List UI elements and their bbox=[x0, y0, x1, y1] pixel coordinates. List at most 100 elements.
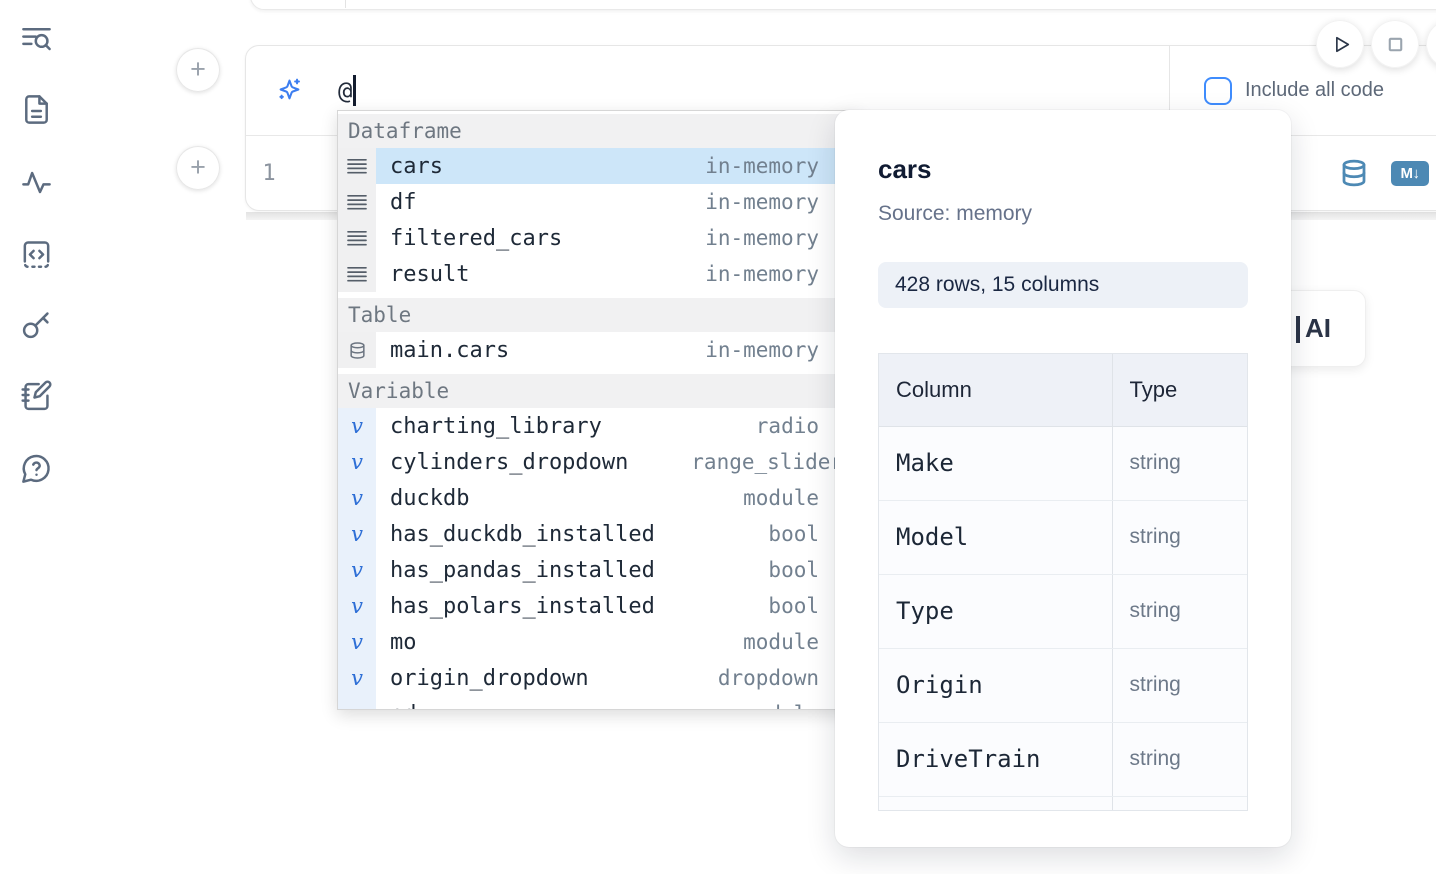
schema-header-type: Type bbox=[1112, 354, 1247, 426]
file-icon[interactable] bbox=[19, 92, 54, 127]
datasource-shape-badge: 428 rows, 15 columns bbox=[878, 262, 1248, 308]
schema-header-column: Column bbox=[879, 354, 1112, 426]
autocomplete-item-name: cars bbox=[390, 154, 443, 179]
autocomplete-item[interactable]: v has_pandas_installed bool bbox=[338, 552, 859, 588]
autocomplete-item-name: has_polars_installed bbox=[390, 594, 655, 619]
schema-row: Make string bbox=[879, 426, 1247, 500]
autocomplete-item[interactable]: v has_duckdb_installed bool bbox=[338, 516, 859, 552]
autocomplete-section-label: Variable bbox=[338, 374, 859, 408]
database-table-icon bbox=[348, 341, 367, 360]
autocomplete-item-name: result bbox=[390, 262, 469, 287]
autocomplete-item-icon: v bbox=[338, 408, 376, 444]
markdown-button[interactable]: M↓ bbox=[1391, 161, 1429, 186]
run-cell-button[interactable] bbox=[1316, 20, 1364, 68]
autocomplete-item-icon: v bbox=[338, 444, 376, 480]
autocomplete-item[interactable]: v origin_dropdown dropdown bbox=[338, 660, 859, 696]
autocomplete-item-icon: v bbox=[338, 552, 376, 588]
schema-row: Model string bbox=[879, 500, 1247, 574]
schema-column-name: Origin bbox=[879, 648, 1112, 722]
schema-column-type: string bbox=[1112, 648, 1247, 722]
schema-column-name: Type bbox=[879, 574, 1112, 648]
autocomplete-item-name: charting_library bbox=[390, 414, 602, 439]
autocomplete-item-icon bbox=[338, 256, 376, 292]
autocomplete-section: Dataframe cars in-memory df in-memory fi… bbox=[338, 111, 859, 295]
autocomplete-item-name: main.cars bbox=[390, 338, 509, 363]
dataframe-icon bbox=[347, 230, 367, 247]
autocomplete-item[interactable]: v cylinders_dropdown range_slider bbox=[338, 444, 859, 480]
dataframe-icon bbox=[347, 266, 367, 283]
schema-row: Type string bbox=[879, 574, 1247, 648]
schema-column-name: Make bbox=[879, 426, 1112, 500]
line-number: 1 bbox=[246, 161, 292, 186]
autocomplete-item-icon bbox=[338, 148, 376, 184]
add-cell-below-button[interactable]: + bbox=[176, 146, 220, 190]
autocomplete-item-icon bbox=[338, 220, 376, 256]
key-icon[interactable] bbox=[19, 307, 54, 342]
autocomplete-item-name: cylinders_dropdown bbox=[390, 450, 628, 475]
autocomplete-item[interactable]: v mo module bbox=[338, 624, 859, 660]
clipped-glyph bbox=[1296, 316, 1300, 343]
include-all-code-label: Include all code bbox=[1245, 79, 1384, 102]
autocomplete-item-name: origin_dropdown bbox=[390, 666, 589, 691]
previous-cell bbox=[250, 0, 1436, 10]
ai-label: AI bbox=[1305, 313, 1331, 344]
autocomplete-item[interactable]: filtered_cars in-memory bbox=[338, 220, 859, 256]
add-cell-above-button[interactable]: + bbox=[176, 48, 220, 92]
autocomplete-section-label: Table bbox=[338, 298, 859, 332]
autocomplete-section-label: Dataframe bbox=[338, 114, 859, 148]
autocomplete-item[interactable]: cars in-memory bbox=[338, 148, 859, 184]
variable-icon: v bbox=[351, 702, 363, 710]
variable-icon: v bbox=[351, 450, 363, 474]
activity-icon[interactable] bbox=[19, 165, 54, 200]
schema-column-name: Model bbox=[879, 500, 1112, 574]
autocomplete-item[interactable]: v duckdb module bbox=[338, 480, 859, 516]
variable-icon: v bbox=[351, 666, 363, 690]
schema-column-name bbox=[879, 796, 1112, 811]
autocomplete-item-icon: v bbox=[338, 588, 376, 624]
autocomplete-item-icon: v bbox=[338, 480, 376, 516]
dataframe-icon bbox=[347, 194, 367, 211]
variable-icon: v bbox=[351, 522, 363, 546]
schema-column-type bbox=[1112, 796, 1247, 811]
prompt-value: @ bbox=[338, 77, 352, 105]
schema-table: Column Type Make string Model string Typ… bbox=[878, 353, 1248, 811]
datasource-button[interactable] bbox=[1339, 158, 1369, 188]
autocomplete-section: Variable v charting_library radio v cyli… bbox=[338, 371, 859, 710]
autocomplete-item-name: filtered_cars bbox=[390, 226, 562, 251]
autocomplete-popup: Dataframe cars in-memory df in-memory fi… bbox=[337, 110, 860, 710]
include-all-code-checkbox[interactable] bbox=[1204, 77, 1232, 105]
notebook-pen-icon[interactable] bbox=[19, 379, 54, 414]
autocomplete-item-icon: v bbox=[338, 696, 376, 710]
schema-row: DriveTrain string bbox=[879, 722, 1247, 796]
schema-column-type: string bbox=[1112, 574, 1247, 648]
autocomplete-item[interactable]: main.cars in-memory bbox=[338, 332, 859, 368]
variable-icon: v bbox=[351, 594, 363, 618]
autocomplete-item-name: mo bbox=[390, 630, 417, 655]
schema-column-name: DriveTrain bbox=[879, 722, 1112, 796]
variable-icon: v bbox=[351, 630, 363, 654]
schema-column-type: string bbox=[1112, 722, 1247, 796]
autocomplete-item[interactable]: v charting_library radio bbox=[338, 408, 859, 444]
help-icon[interactable] bbox=[19, 451, 54, 486]
autocomplete-section: Table main.cars in-memory bbox=[338, 295, 859, 371]
autocomplete-item[interactable]: v has_polars_installed bool bbox=[338, 588, 859, 624]
autocomplete-item[interactable]: v pd module bbox=[338, 696, 859, 710]
schema-row-partial bbox=[879, 796, 1247, 811]
sparkles-icon bbox=[276, 77, 303, 104]
variable-icon: v bbox=[351, 558, 363, 582]
autocomplete-item[interactable]: df in-memory bbox=[338, 184, 859, 220]
stop-button[interactable] bbox=[1371, 20, 1419, 68]
autocomplete-item[interactable]: result in-memory bbox=[338, 256, 859, 292]
text-caret bbox=[353, 75, 356, 106]
list-search-icon[interactable] bbox=[19, 22, 54, 57]
code-cell-icon[interactable] bbox=[19, 237, 54, 272]
datasource-detail-popup: cars Source: memory 428 rows, 15 columns… bbox=[835, 110, 1291, 847]
schema-row: Origin string bbox=[879, 648, 1247, 722]
autocomplete-item-name: has_pandas_installed bbox=[390, 558, 655, 583]
datasource-source: Source: memory bbox=[878, 202, 1248, 226]
autocomplete-item-name: has_duckdb_installed bbox=[390, 522, 655, 547]
autocomplete-item-icon: v bbox=[338, 516, 376, 552]
autocomplete-item-name: pd bbox=[390, 702, 417, 711]
cell-gutter-divider bbox=[345, 0, 346, 8]
autocomplete-item-icon bbox=[338, 184, 376, 220]
